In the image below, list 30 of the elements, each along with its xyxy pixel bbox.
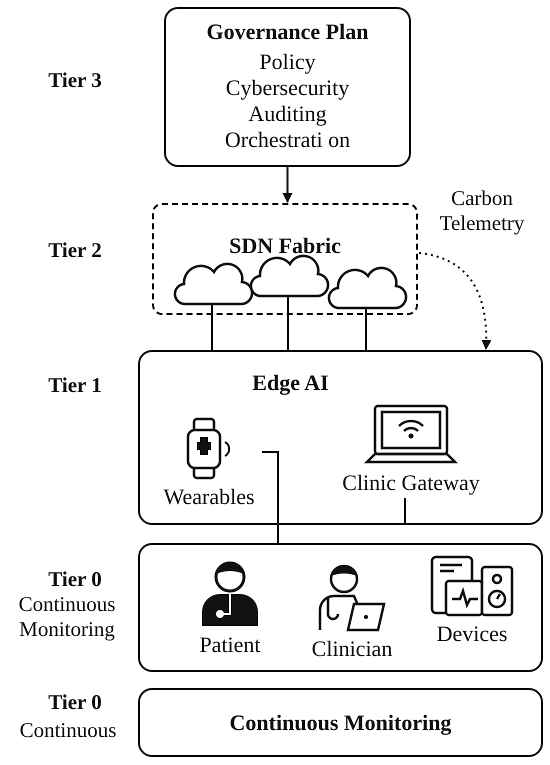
tier-label: Tier 1 [47, 373, 103, 398]
tier-label: Tier 3 [47, 68, 103, 93]
tier-label: Tier 2 [47, 238, 103, 263]
process-box [138, 350, 543, 525]
tier-label: Tier 0 [47, 690, 103, 715]
tier-description: Continuous [18, 718, 118, 743]
list-item: Cybersecurity [224, 75, 350, 101]
tier-label: Tier 0 [47, 567, 103, 592]
list-item: Orchestrati on [224, 127, 352, 153]
icon-caption: Devices [436, 621, 508, 647]
dashed-group-box [152, 203, 418, 315]
box-title: SDN Fabric [228, 233, 342, 259]
arrow [282, 167, 292, 203]
list-item: Policy [258, 49, 317, 75]
box-title: Edge AI [251, 370, 330, 396]
connector-line [262, 451, 279, 543]
tier-description: Continuous Monitoring [18, 592, 116, 642]
box-title: Continuous Monitoring [228, 710, 452, 736]
icon-caption: Clinic Gateway [341, 470, 481, 496]
process-box [138, 688, 543, 757]
dotted-arrow [418, 252, 492, 350]
box-title: Governance Plan [206, 19, 370, 45]
icon-caption: Clinician [310, 636, 394, 662]
connector-line [211, 304, 213, 350]
connector-line [404, 498, 406, 524]
icon-caption: Wearables [162, 484, 256, 510]
process-box [164, 7, 411, 167]
icon-caption: Patient [198, 632, 262, 658]
list-item: Auditing [247, 101, 328, 127]
tier-panel [138, 543, 543, 672]
